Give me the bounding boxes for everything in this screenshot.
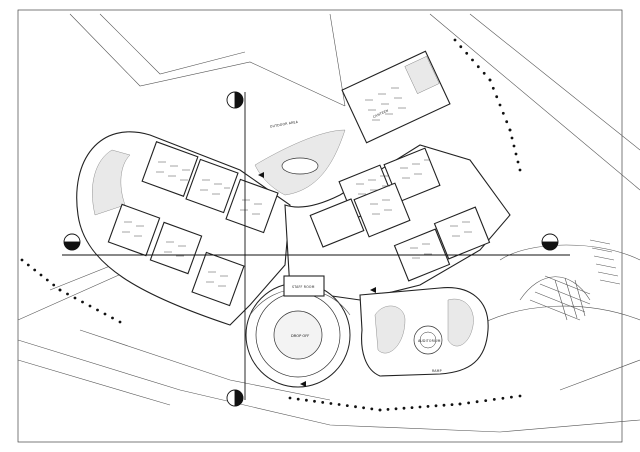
- tree-dot: [345, 404, 349, 407]
- drop-off-circle: DROP OFF: [245, 282, 351, 388]
- tree-dot: [488, 78, 492, 82]
- tree-dot: [305, 398, 308, 402]
- outdoor-pond: [281, 157, 319, 175]
- tree-dot: [459, 45, 463, 49]
- tree-dot: [467, 401, 470, 405]
- site-context-lines: [17, 13, 640, 433]
- tree-dot: [450, 403, 454, 406]
- tree-dot: [321, 401, 325, 404]
- tree-dot: [501, 111, 505, 115]
- tree-dot: [410, 406, 414, 409]
- tree-dot: [442, 403, 446, 407]
- tree-dot: [39, 273, 43, 277]
- tree-dot: [354, 405, 357, 409]
- section-marker-north: [226, 91, 244, 109]
- tree-dot: [45, 278, 49, 282]
- tree-dot: [458, 402, 462, 406]
- tree-dot: [111, 316, 114, 320]
- desk-pattern-west: [122, 161, 262, 287]
- section-marker-west: [63, 233, 81, 251]
- tree-dot: [518, 168, 522, 172]
- tree-dot: [475, 400, 479, 404]
- tree-dot: [313, 399, 316, 403]
- tree-dot: [465, 51, 469, 55]
- tree-dot: [402, 406, 406, 410]
- tree-dot: [426, 405, 430, 408]
- tree-dot: [512, 144, 516, 148]
- classrooms-west: [107, 141, 279, 307]
- tree-dot: [296, 397, 300, 401]
- desk-pattern-east: [356, 159, 472, 259]
- tree-dot: [508, 128, 512, 132]
- tree-dot: [88, 304, 92, 308]
- tree-dot: [362, 406, 365, 410]
- parking-east: [519, 275, 591, 321]
- section-lines: [62, 92, 570, 400]
- tree-dot: [370, 407, 374, 411]
- outdoor-area-label: OUTDOOR AREA: [270, 120, 299, 129]
- drop-off-label: DROP OFF: [291, 334, 309, 338]
- tree-dot: [471, 58, 474, 62]
- tree-dot: [492, 398, 496, 401]
- tree-dot: [498, 103, 502, 107]
- tree-dot: [58, 288, 62, 292]
- tree-dot: [386, 408, 390, 411]
- reception-pod: [374, 305, 406, 354]
- admin-pod: [447, 298, 474, 347]
- tree-dot: [418, 405, 422, 409]
- ramp-label: RAMP: [432, 369, 442, 373]
- auditorium-round: [413, 325, 443, 355]
- tree-dot: [510, 395, 513, 399]
- tree-dot: [495, 95, 499, 99]
- canteen-block: CANTEEN: [341, 50, 451, 144]
- staff-room: [283, 275, 325, 297]
- tree-dot: [52, 283, 56, 287]
- tree-dot: [378, 408, 382, 412]
- auditorium-label: AUDITORIUM: [418, 339, 441, 343]
- tree-dot: [518, 394, 522, 398]
- tree-dot: [96, 308, 99, 312]
- tree-dot: [73, 296, 77, 300]
- tree-dot: [20, 258, 24, 262]
- tree-dot: [482, 71, 486, 75]
- tree-dot: [501, 396, 505, 400]
- drawing-frame: [17, 9, 623, 443]
- tree-dot: [476, 65, 480, 69]
- tree-dot: [516, 160, 520, 164]
- tree-dot: [33, 268, 37, 272]
- tree-dot: [337, 403, 341, 406]
- tree-dot: [453, 38, 457, 42]
- tree-dot: [491, 86, 495, 90]
- tree-dot: [288, 396, 292, 400]
- staff-room-label: STAFF ROOM: [292, 285, 315, 289]
- tree-dot: [484, 399, 488, 402]
- section-marker-east: [541, 233, 559, 251]
- section-marker-south: [226, 389, 244, 407]
- entry-arrow-icons: [258, 172, 376, 387]
- tree-dot: [26, 263, 30, 267]
- tree-dot: [118, 320, 122, 324]
- canteen-label: CANTEEN: [372, 108, 389, 119]
- tree-dot: [66, 292, 69, 296]
- tree-dot-rows: [20, 38, 522, 412]
- tree-dot: [510, 136, 514, 140]
- tree-dot: [514, 152, 518, 156]
- tree-dot: [103, 312, 107, 316]
- parking-stalls-east: [589, 239, 621, 285]
- tree-dot: [434, 404, 438, 408]
- tree-dot: [505, 120, 509, 124]
- tree-dot: [329, 402, 333, 405]
- tree-dot: [394, 407, 398, 411]
- tree-dot: [81, 300, 84, 304]
- west-wing-corridor: [92, 149, 131, 216]
